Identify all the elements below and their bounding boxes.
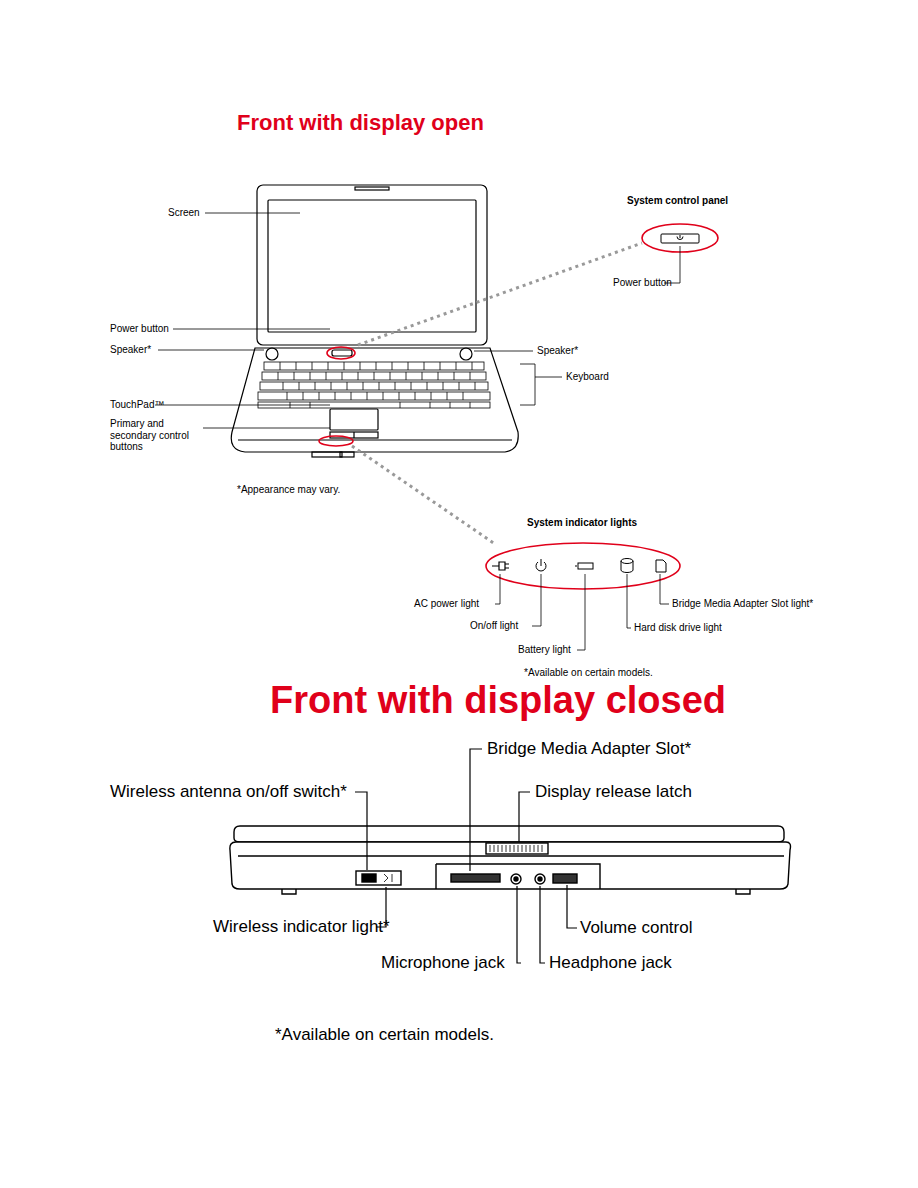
part-label: *Available on certain models.: [524, 667, 653, 679]
part-label: Keyboard: [566, 371, 609, 383]
part-label: Bridge Media Adapter Slot*: [487, 739, 691, 759]
part-label: Bridge Media Adapter Slot light*: [672, 598, 813, 610]
panel-and-icons: [492, 234, 699, 573]
part-label: Power button: [110, 323, 169, 335]
part-label: Hard disk drive light: [634, 622, 722, 634]
part-label: Screen: [168, 207, 200, 219]
part-label: Battery light: [518, 644, 571, 656]
part-label: TouchPad™: [110, 399, 164, 411]
part-label: *Appearance may vary.: [237, 484, 340, 496]
part-label: Primary and secondary control buttons: [110, 418, 206, 453]
part-label: On/off light: [470, 620, 518, 632]
part-label: Wireless indicator light*: [213, 917, 390, 937]
part-label: Wireless antenna on/off switch*: [110, 782, 347, 802]
part-label: *Available on certain models.: [275, 1025, 494, 1045]
part-label: Microphone jack: [381, 953, 505, 973]
part-label: System indicator lights: [527, 517, 637, 529]
highlight-ovals: [319, 224, 718, 589]
section-title: Front with display closed: [270, 679, 726, 723]
part-label: AC power light: [414, 598, 479, 610]
section-title: Front with display open: [237, 110, 484, 135]
part-label: System control panel: [627, 195, 728, 207]
part-label: Power button: [613, 277, 672, 289]
part-label: Display release latch: [535, 782, 692, 802]
dotted-pointers: [352, 243, 642, 544]
part-label: Headphone jack: [549, 953, 672, 973]
leader-lines-top: [155, 213, 680, 650]
part-label: Speaker*: [537, 345, 578, 357]
part-label: Speaker*: [110, 344, 151, 356]
part-label: Volume control: [580, 918, 692, 938]
laptop-open: [231, 185, 518, 457]
laptop-closed: [230, 826, 791, 894]
